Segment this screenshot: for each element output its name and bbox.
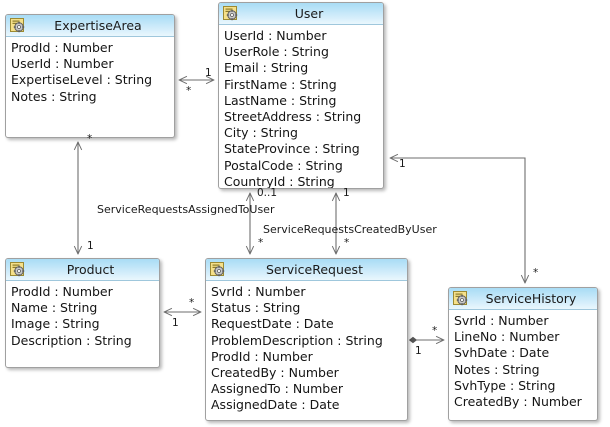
multiplicity-label: * xyxy=(432,325,438,337)
class-attribute: SvhDate : Date xyxy=(454,345,550,361)
class-box-user[interactable]: User UserId : Number UserRole : String E… xyxy=(218,2,384,189)
class-attribute: CountryId : String xyxy=(224,173,335,189)
class-attribute: Image : String xyxy=(11,316,100,332)
class-attribute: Notes : String xyxy=(454,361,540,377)
class-gear-icon xyxy=(10,18,25,33)
multiplicity-label: * xyxy=(87,133,93,145)
class-gear-icon xyxy=(10,262,25,277)
class-attribute: LastName : String xyxy=(224,92,337,108)
class-box-service-history[interactable]: ServiceHistory SvrId : Number LineNo : N… xyxy=(448,287,598,421)
class-attribute: AssignedTo : Number xyxy=(211,381,344,397)
class-attributes: ProdId : Number Name : String Image : St… xyxy=(6,281,159,354)
multiplicity-label: * xyxy=(189,297,195,309)
class-attribute: SvrId : Number xyxy=(211,284,306,299)
class-attribute: Email : String xyxy=(224,60,309,76)
class-gear-icon xyxy=(453,291,468,306)
class-attribute: AssignedDate : Date xyxy=(211,397,340,413)
class-attribute: PostalCode : String xyxy=(224,157,343,173)
class-attribute: CreatedBy : Number xyxy=(454,394,582,410)
class-box-service-request[interactable]: ServiceRequest SvrId : Number Status : S… xyxy=(205,258,408,421)
class-name: ServiceRequest xyxy=(266,262,363,277)
edge-servicehistory-user xyxy=(390,158,525,283)
class-box-expertise-area[interactable]: ExpertiseArea ProdId : Number UserId : N… xyxy=(5,14,175,138)
class-header: ServiceHistory xyxy=(449,288,597,310)
class-attributes: UserId : Number UserRole : String Email … xyxy=(219,25,383,189)
multiplicity-label: * xyxy=(533,267,539,279)
class-attribute: FirstName : String xyxy=(224,76,337,92)
class-attribute: ProdId : Number xyxy=(11,284,113,299)
class-attribute: Notes : String xyxy=(11,88,97,104)
class-attributes: SvrId : Number LineNo : Number SvhDate :… xyxy=(449,310,597,415)
class-header: ExpertiseArea xyxy=(6,15,174,37)
multiplicity-label: * xyxy=(344,237,350,249)
multiplicity-label: * xyxy=(258,237,264,249)
class-attribute: Name : String xyxy=(11,300,98,316)
multiplicity-label: 1 xyxy=(87,240,94,252)
association-label-created-by-user: ServiceRequestsCreatedByUser xyxy=(263,223,437,236)
class-gear-icon xyxy=(210,262,225,277)
multiplicity-label: 1 xyxy=(399,158,406,170)
class-attribute: StateProvince : String xyxy=(224,141,360,157)
class-attribute: City : String xyxy=(224,125,298,141)
class-attribute: ExpertiseLevel : String xyxy=(11,72,153,88)
multiplicity-label: 1 xyxy=(343,187,350,199)
class-gear-icon xyxy=(223,6,238,21)
class-attribute: UserRole : String xyxy=(224,44,329,60)
class-attribute: CreatedBy : Number xyxy=(211,365,339,381)
class-attribute: SvrId : Number xyxy=(454,313,549,328)
association-label-assigned-to-user: ServiceRequestsAssignedToUser xyxy=(97,203,275,216)
class-header: ServiceRequest xyxy=(206,259,407,281)
multiplicity-label: 0..1 xyxy=(257,187,278,199)
class-attribute: UserId : Number xyxy=(224,28,327,43)
multiplicity-label: 1 xyxy=(172,317,179,329)
multiplicity-label: * xyxy=(186,85,192,97)
class-name: Product xyxy=(66,262,115,277)
class-attribute: Description : String xyxy=(11,332,132,348)
class-attribute: StreetAddress : String xyxy=(224,109,362,125)
class-name: ExpertiseArea xyxy=(54,18,142,33)
class-attribute: ProblemDescription : String xyxy=(211,332,383,348)
class-attribute: ProdId : Number xyxy=(11,40,113,55)
class-attribute: SvhType : String xyxy=(454,377,556,393)
class-attribute: Status : String xyxy=(211,300,301,316)
class-attribute: ProdId : Number xyxy=(211,348,313,364)
multiplicity-label: 1 xyxy=(205,67,212,79)
multiplicity-label: 1 xyxy=(415,345,422,357)
class-name: ServiceHistory xyxy=(485,291,577,306)
class-attributes: ProdId : Number UserId : Number Expertis… xyxy=(6,37,174,110)
class-header: User xyxy=(219,3,383,25)
class-box-product[interactable]: Product ProdId : Number Name : String Im… xyxy=(5,258,160,368)
class-attributes: SvrId : Number Status : String RequestDa… xyxy=(206,281,407,419)
class-attribute: UserId : Number xyxy=(11,56,114,72)
class-name: User xyxy=(294,6,324,21)
class-attribute: RequestDate : Date xyxy=(211,316,334,332)
class-header: Product xyxy=(6,259,159,281)
class-attribute: LineNo : Number xyxy=(454,329,560,345)
